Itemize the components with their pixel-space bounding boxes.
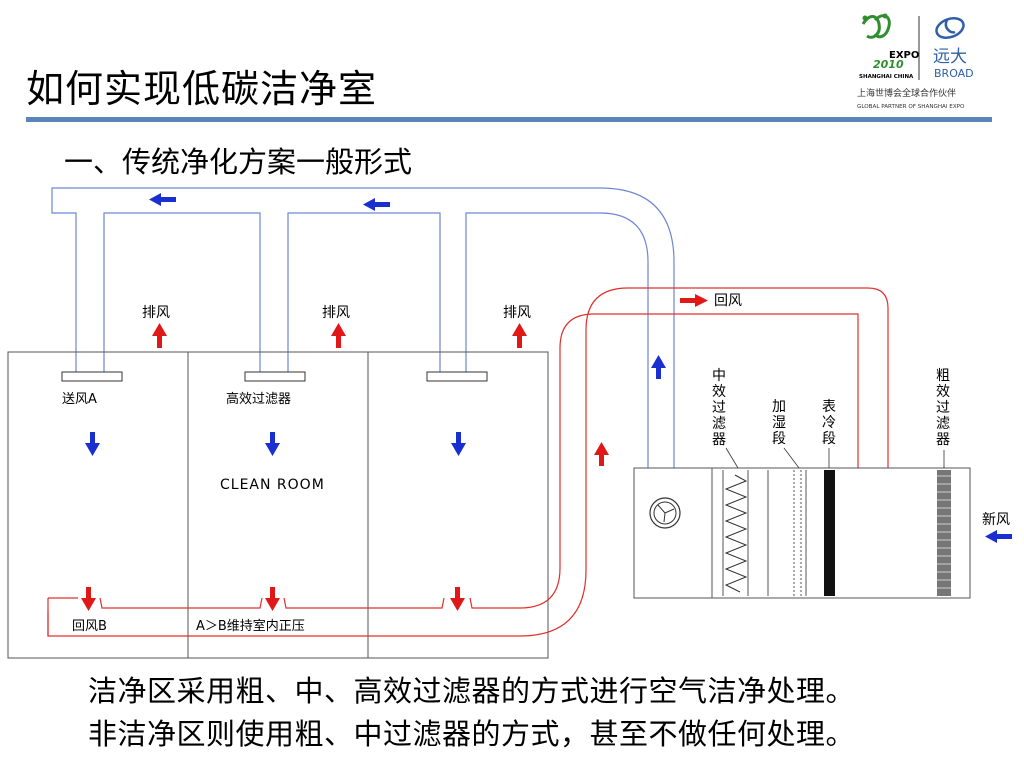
air-handling-unit [633, 467, 971, 599]
broad-en: BROAD [934, 67, 974, 80]
expo-text: EXPO [889, 50, 919, 61]
hepa-filter-3 [426, 371, 488, 382]
title-divider [26, 117, 992, 122]
cooling-label: 表冷段 [822, 399, 836, 447]
broad-logo-icon [935, 17, 965, 39]
flow-arrow-left-2 [363, 198, 390, 211]
exhaust-arrow-2 [331, 323, 346, 348]
return-grille-arrow-1 [81, 587, 96, 611]
paragraph-line-1: 洁净区采用粗、中、高效过滤器的方式进行空气洁净处理。 [88, 674, 856, 708]
pressure-note: A＞B维持室内正压 [196, 618, 305, 634]
cleanroom-hvac-diagram: 排风 排风 排风 送风A 高效过滤器 CLEAN ROOM 回风 [7, 187, 1012, 659]
supply-arrow-down-1 [85, 432, 100, 456]
return-arrow-right [680, 294, 708, 307]
return-air-label: 回风 [714, 293, 742, 309]
medium-filter-label: 中效过滤器 [712, 368, 726, 448]
coarse-filter-section [937, 470, 951, 596]
svg-text:加湿段: 加湿段 [772, 399, 786, 447]
return-grille-arrow-2 [265, 587, 280, 611]
svg-text:中效过滤器: 中效过滤器 [712, 368, 726, 448]
return-b-label: 回风B [72, 619, 107, 634]
expo-city: SHANGHAI CHINA [859, 74, 914, 80]
slide-title: 如何实现低碳洁净室 [26, 67, 378, 111]
partner-cn: 上海世博会全球合作伙伴 [857, 87, 956, 99]
coarse-filter-label: 粗效过滤器 [936, 368, 950, 448]
supply-air-label: 送风A [62, 392, 97, 407]
clean-rooms [7, 351, 549, 659]
supply-arrow-up [651, 355, 666, 379]
expo-broad-logo: EXPO 2010 SHANGHAI CHINA 远大 BROAD 上海世博会全… [857, 13, 974, 110]
cooling-coil [824, 470, 835, 596]
supply-arrow-down-2 [265, 432, 280, 456]
return-arrow-up [594, 442, 609, 466]
exhaust-label-1: 排风 [142, 305, 170, 321]
hepa-label: 高效过滤器 [226, 391, 291, 407]
expo-year: 2010 [873, 58, 904, 71]
fan-icon [649, 497, 681, 529]
supply-air-duct [51, 187, 675, 468]
hepa-filter-2 [244, 371, 306, 382]
humidify-label: 加湿段 [772, 399, 786, 447]
exhaust-arrow-3 [512, 323, 527, 348]
flow-arrow-left-1 [149, 193, 176, 206]
return-grille-arrow-3 [450, 587, 465, 611]
clean-room-label: CLEAN ROOM [220, 477, 325, 493]
return-air-duct [47, 287, 889, 637]
hepa-filter-1 [61, 371, 123, 382]
exhaust-arrow-1 [152, 323, 167, 348]
humidifier-section [767, 470, 807, 596]
exhaust-label-3: 排风 [503, 305, 531, 321]
medium-filter-section [722, 470, 749, 596]
svg-text:粗效过滤器: 粗效过滤器 [936, 368, 950, 448]
expo-emblem-icon [861, 13, 891, 39]
paragraph-line-2: 非洁净区则使用粗、中过滤器的方式，甚至不做任何处理。 [88, 717, 856, 751]
svg-text:表冷段: 表冷段 [822, 399, 836, 447]
broad-cn: 远大 [933, 47, 967, 67]
fresh-air-arrow [985, 530, 1012, 543]
section-subtitle: 一、传统净化方案一般形式 [64, 145, 413, 179]
partner-en: GLOBAL PARTNER OF SHANGHAI EXPO [857, 104, 965, 110]
supply-arrow-down-3 [451, 432, 466, 456]
fresh-air-label: 新风 [982, 512, 1010, 528]
exhaust-label-2: 排风 [322, 305, 350, 321]
